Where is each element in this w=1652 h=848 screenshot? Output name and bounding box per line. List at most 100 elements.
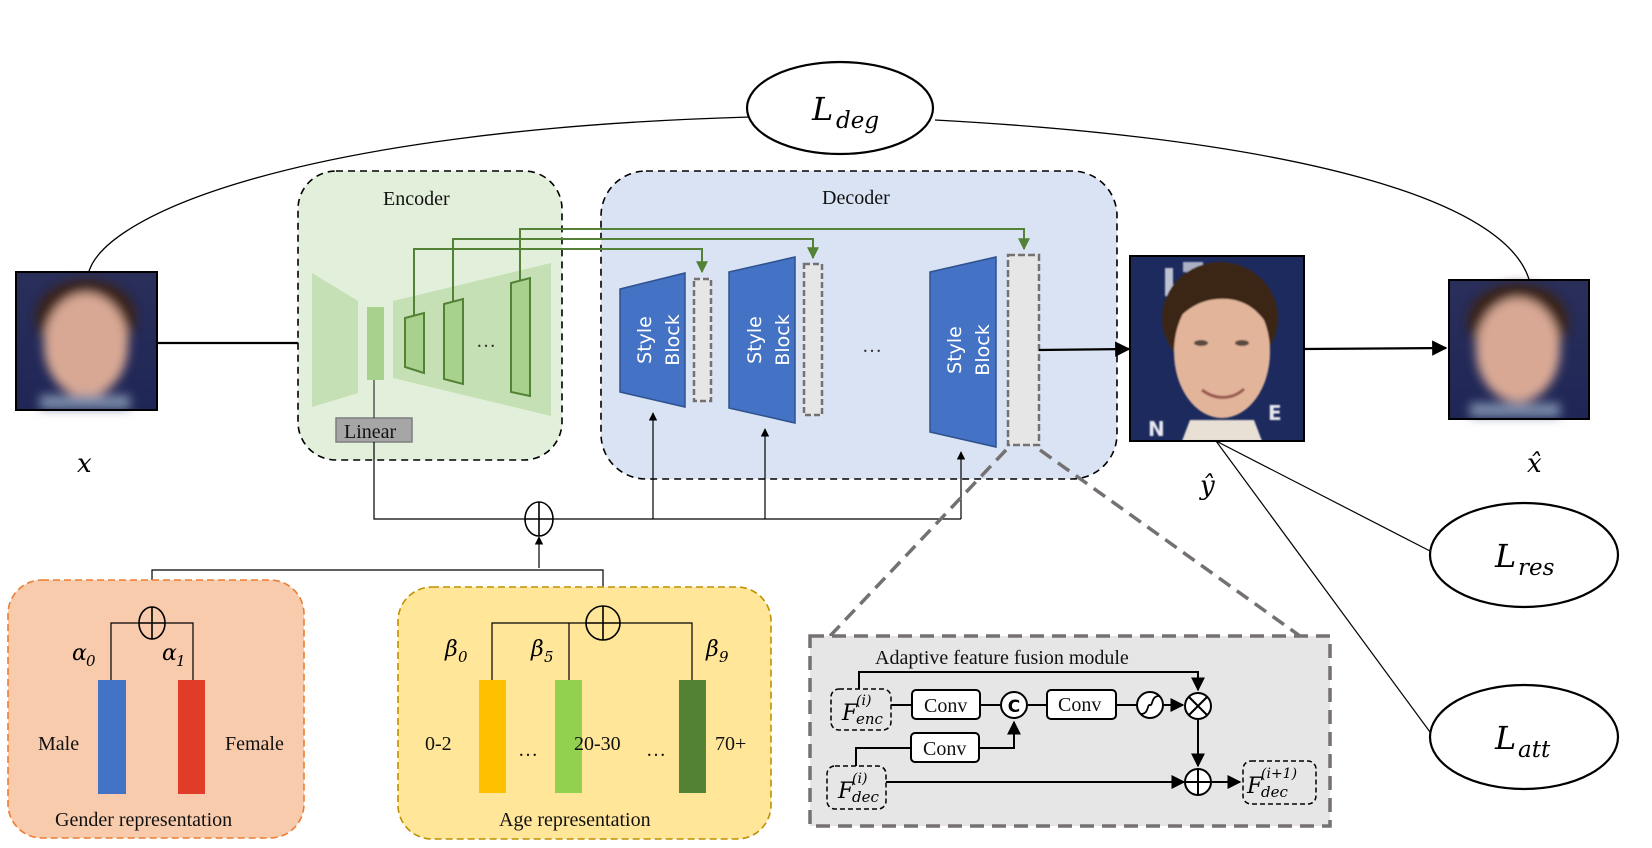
age-panel: β 0 β 5 β 9 0-2 … 20-30 … 70+ Age repres… — [397, 586, 772, 840]
conv-fused: Conv — [1046, 689, 1117, 720]
svg-text:Conv: Conv — [923, 738, 966, 760]
svg-text:dec: dec — [1261, 783, 1288, 801]
svg-text:0: 0 — [458, 648, 468, 666]
svg-text:Block: Block — [972, 324, 994, 375]
male-bar — [98, 680, 126, 794]
decoder-ellipsis: … — [862, 335, 882, 357]
svg-text:(i+1): (i+1) — [1261, 766, 1297, 782]
svg-text:enc: enc — [856, 710, 884, 728]
linear-layer: Linear — [335, 417, 413, 443]
sigmoid-icon — [1136, 691, 1164, 719]
svg-text:(i): (i) — [852, 771, 867, 787]
degraded-image — [1448, 279, 1590, 420]
encoder-block-2 — [443, 297, 464, 386]
age-ellipsis-2: … — [646, 739, 666, 761]
age-bar-0-2 — [479, 680, 506, 793]
svg-text:β: β — [705, 637, 719, 662]
deg-loss-node: L deg — [745, 60, 935, 156]
decoder-title: Decoder — [822, 187, 890, 209]
svg-text:F: F — [841, 701, 858, 726]
svg-text:Block: Block — [772, 314, 794, 365]
svg-text:Style: Style — [744, 316, 766, 364]
svg-text:β: β — [530, 637, 544, 662]
gender-weight-0: α 0 — [72, 641, 96, 670]
encoder-title: Encoder — [383, 188, 450, 210]
res-loss-node: L res — [1428, 501, 1620, 609]
fusion-slot-1 — [692, 277, 713, 403]
svg-text:res: res — [1518, 555, 1555, 581]
encoder-block-1 — [404, 311, 425, 375]
age-title: Age representation — [499, 809, 651, 831]
svg-text:Block: Block — [662, 314, 684, 365]
f-out-node: F (i+1) dec — [1242, 760, 1317, 805]
female-label: Female — [225, 733, 284, 755]
fusion-slot-2 — [802, 262, 824, 417]
age-label-0-2: 0-2 — [425, 733, 452, 755]
svg-text:dec: dec — [852, 788, 879, 806]
f-dec-node: F (i) dec — [826, 765, 887, 810]
male-label: Male — [38, 733, 79, 755]
svg-text:Style: Style — [944, 326, 966, 374]
loss-links — [1215, 440, 1431, 733]
svg-text:0: 0 — [86, 652, 96, 670]
age-ellipsis-1: … — [518, 739, 538, 761]
gender-weight-1: α 1 — [162, 641, 186, 670]
svg-text:E: E — [1268, 401, 1282, 425]
svg-text:L: L — [1494, 719, 1516, 757]
svg-text:C: C — [1008, 697, 1020, 717]
svg-text:5: 5 — [544, 648, 554, 666]
conv-dec: Conv — [910, 732, 980, 763]
multiply-node — [1184, 692, 1212, 720]
encoder-ellipsis: … — [476, 330, 496, 352]
encoder-bottleneck — [367, 307, 384, 380]
svg-text:1: 1 — [176, 652, 186, 670]
svg-text:N: N — [1148, 417, 1165, 441]
deg-loss-arc-right — [934, 119, 1531, 284]
age-label-70plus: 70+ — [715, 733, 746, 755]
fusion-module: Adaptive feature fusion module F (i) enc… — [808, 634, 1332, 828]
conv-enc: Conv — [911, 689, 981, 720]
fusion-zoom-callout — [828, 448, 1302, 638]
svg-text:F: F — [1246, 774, 1263, 799]
deg-loss-sub: deg — [836, 108, 879, 134]
age-label-20-30: 20-30 — [574, 733, 621, 755]
concat-node: C — [1000, 691, 1028, 719]
age-weight-5: β 5 — [530, 637, 554, 666]
svg-text:α: α — [162, 641, 177, 666]
deg-loss-arc-left — [87, 116, 751, 276]
encoder-input-trapezoid — [312, 273, 358, 407]
style-block-n: Style Block — [929, 256, 997, 448]
svg-text:β: β — [444, 637, 458, 662]
female-bar — [178, 680, 205, 794]
age-bar-20-30 — [555, 680, 582, 793]
linear-label: Linear — [344, 421, 397, 443]
fusion-slot-n — [1006, 253, 1041, 447]
decoder-panel: Decoder Style Block Style Block … Style — [600, 170, 1118, 480]
svg-text:F: F — [837, 779, 854, 804]
svg-text:att: att — [1518, 737, 1551, 763]
encoder-panel: Encoder … Linear — [297, 170, 563, 461]
att-loss-node: L att — [1428, 683, 1620, 791]
svg-text:Conv: Conv — [1058, 694, 1101, 716]
input-image-label: x — [77, 449, 92, 479]
fusion-title: Adaptive feature fusion module — [875, 647, 1129, 669]
style-block-2: Style Block — [728, 256, 796, 424]
restored-image: N E — [1129, 255, 1305, 442]
deg-loss-main: L — [811, 90, 833, 128]
svg-text:Conv: Conv — [924, 695, 967, 717]
condition-sum-node — [524, 501, 554, 537]
svg-text:L: L — [1494, 537, 1516, 575]
svg-text:9: 9 — [719, 648, 729, 666]
age-weight-0: β 0 — [444, 637, 468, 666]
degraded-image-label: x̂ — [1527, 449, 1542, 479]
age-weight-9: β 9 — [705, 637, 729, 666]
svg-text:α: α — [72, 641, 87, 666]
f-enc-node: F (i) enc — [830, 688, 892, 731]
add-node — [1184, 768, 1212, 796]
restored-image-label: ŷ — [1199, 471, 1215, 501]
svg-text:(i): (i) — [856, 693, 871, 709]
restored-to-degraded-arrow — [1303, 340, 1448, 356]
encoder-block-3 — [510, 276, 531, 398]
gender-title: Gender representation — [55, 809, 232, 831]
